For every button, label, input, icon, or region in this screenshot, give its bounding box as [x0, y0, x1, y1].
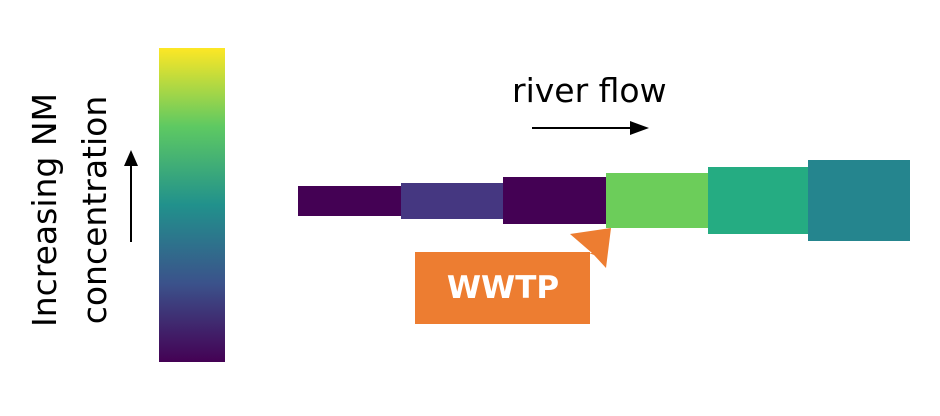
- river-segment-1: [298, 186, 401, 216]
- river-segment-4: [606, 173, 708, 228]
- wwtp-label: WWTP: [446, 270, 560, 306]
- river-flow-arrow: [532, 121, 649, 135]
- river-segment-6: [808, 160, 910, 241]
- river-segment-2: [401, 183, 503, 219]
- concentration-label-line1: Increasing NM: [25, 92, 64, 328]
- river-segment-3: [503, 177, 606, 224]
- river-channel: [298, 160, 910, 241]
- wwtp-callout-arrow: [415, 228, 611, 324]
- concentration-axis-label: Increasing NM concentration: [20, 93, 120, 327]
- river-flow-label: river flow: [512, 71, 667, 110]
- river-segment-5: [708, 167, 808, 234]
- concentration-color-bar: [159, 48, 225, 362]
- concentration-label-line2: concentration: [75, 95, 114, 325]
- increase-up-arrow: [124, 150, 138, 242]
